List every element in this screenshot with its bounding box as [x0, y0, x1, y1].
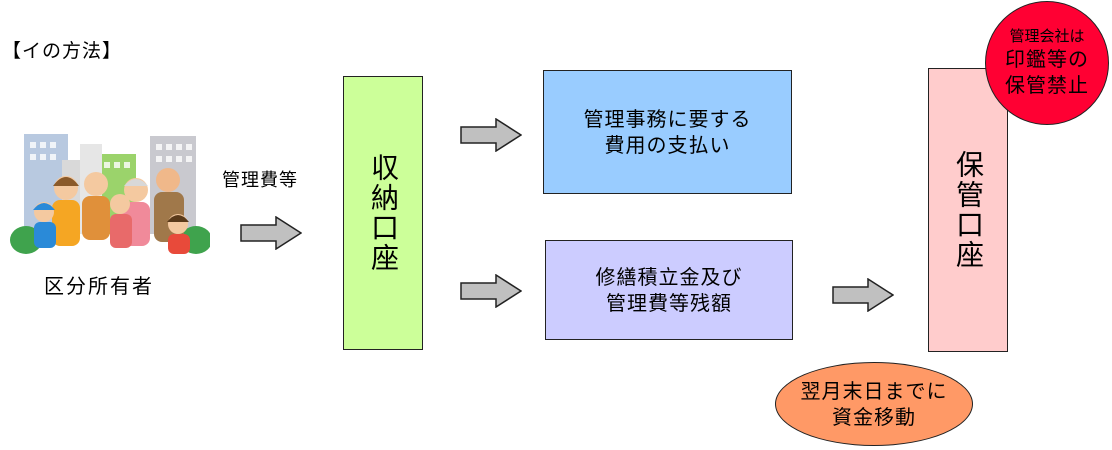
right-arrow-icon	[460, 274, 522, 308]
seal-prohibition-badge: 管理会社は 印鑑等の 保管禁止	[985, 1, 1109, 125]
owners-illustration	[10, 134, 210, 254]
reserve-balance-box: 修繕積立金及び 管理費等残額	[545, 240, 793, 340]
right-arrow-icon	[460, 118, 522, 152]
person-grandpa	[82, 172, 110, 240]
method-title: 【イの方法】	[2, 40, 123, 62]
right-arrow-icon	[240, 216, 302, 250]
fee-label: 管理費等	[222, 170, 298, 191]
transfer-deadline-note: 翌月末日までに 資金移動	[775, 362, 973, 446]
person-girl	[167, 214, 190, 254]
receiving-account-box: 収納口座	[343, 76, 423, 350]
owners-label: 区分所有者	[44, 274, 154, 298]
custody-account-box: 保管口座	[928, 68, 1008, 352]
badge-rule: 印鑑等の 保管禁止	[1005, 47, 1089, 97]
badge-subject: 管理会社は	[1009, 27, 1085, 45]
person-boy	[33, 202, 56, 248]
person-woman	[52, 176, 80, 246]
right-arrow-icon	[832, 278, 894, 312]
management-costs-box: 管理事務に要する 費用の支払い	[543, 70, 792, 194]
